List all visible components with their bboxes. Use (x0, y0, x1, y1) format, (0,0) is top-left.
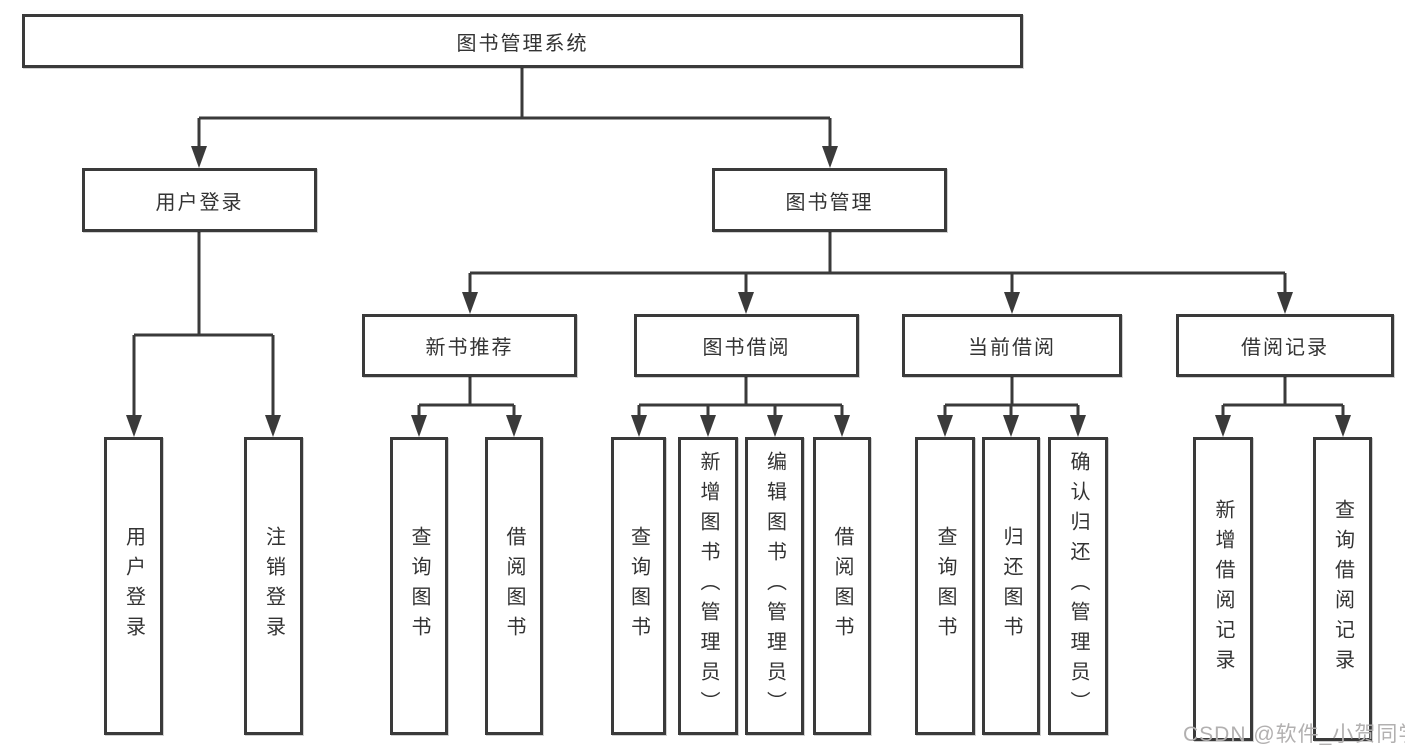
leaf-return-books-label: 归还图书 (1000, 526, 1022, 646)
leaf-borrow-books-label: 借阅图书 (831, 526, 853, 646)
leaf-query-books-borrowing: 查询图书 (611, 437, 666, 735)
leaf-borrow-books-recommend: 借阅图书 (485, 437, 543, 735)
leaf-edit-books-admin-label: 编辑图书（管理员） (763, 451, 786, 721)
node-user-login: 用户登录 (82, 168, 317, 232)
leaf-query-borrow-record-label: 查询借阅记录 (1331, 499, 1354, 679)
leaf-query-books-borrowing-label: 查询图书 (627, 526, 650, 646)
node-borrowing-records: 借阅记录 (1176, 314, 1394, 377)
leaf-logout: 注销登录 (244, 437, 303, 735)
node-current-borrowing: 当前借阅 (902, 314, 1122, 377)
leaf-confirm-return-admin: 确认归还（管理员） (1048, 437, 1108, 735)
leaf-edit-books-admin: 编辑图书（管理员） (745, 437, 804, 735)
leaf-query-books-recommend-label: 查询图书 (408, 526, 430, 646)
node-library-system: 图书管理系统 (22, 14, 1023, 68)
node-new-book-recommend-label: 新书推荐 (425, 337, 514, 359)
leaf-add-borrow-record: 新增借阅记录 (1193, 437, 1253, 741)
leaf-logout-label: 注销登录 (262, 526, 285, 646)
leaf-query-books-current: 查询图书 (915, 437, 975, 735)
leaf-query-borrow-record: 查询借阅记录 (1313, 437, 1372, 741)
leaf-borrow-books-recommend-label: 借阅图书 (503, 526, 525, 646)
leaf-add-books-admin-label: 新增图书（管理员） (697, 451, 719, 721)
leaf-user-login-label: 用户登录 (122, 526, 145, 646)
leaf-borrow-books: 借阅图书 (813, 437, 871, 735)
leaf-user-login: 用户登录 (104, 437, 163, 735)
node-user-login-label: 用户登录 (155, 191, 244, 214)
node-book-borrowing: 图书借阅 (634, 314, 859, 377)
leaf-confirm-return-admin-label: 确认归还（管理员） (1067, 451, 1089, 721)
node-current-borrowing-label: 当前借阅 (968, 337, 1056, 359)
csdn-watermark: CSDN @软件_小贺同学 (1183, 723, 1405, 746)
node-book-management-label: 图书管理 (785, 191, 874, 214)
node-library-system-label: 图书管理系统 (456, 32, 589, 55)
node-book-borrowing-label: 图书借阅 (702, 337, 791, 359)
leaf-return-books: 归还图书 (982, 437, 1040, 735)
node-book-management: 图书管理 (712, 168, 947, 232)
node-new-book-recommend: 新书推荐 (362, 314, 577, 377)
leaf-add-books-admin: 新增图书（管理员） (678, 437, 738, 735)
leaf-query-books-current-label: 查询图书 (934, 526, 956, 646)
node-borrowing-records-label: 借阅记录 (1241, 337, 1329, 359)
leaf-add-borrow-record-label: 新增借阅记录 (1212, 499, 1234, 679)
leaf-query-books-recommend: 查询图书 (390, 437, 448, 735)
